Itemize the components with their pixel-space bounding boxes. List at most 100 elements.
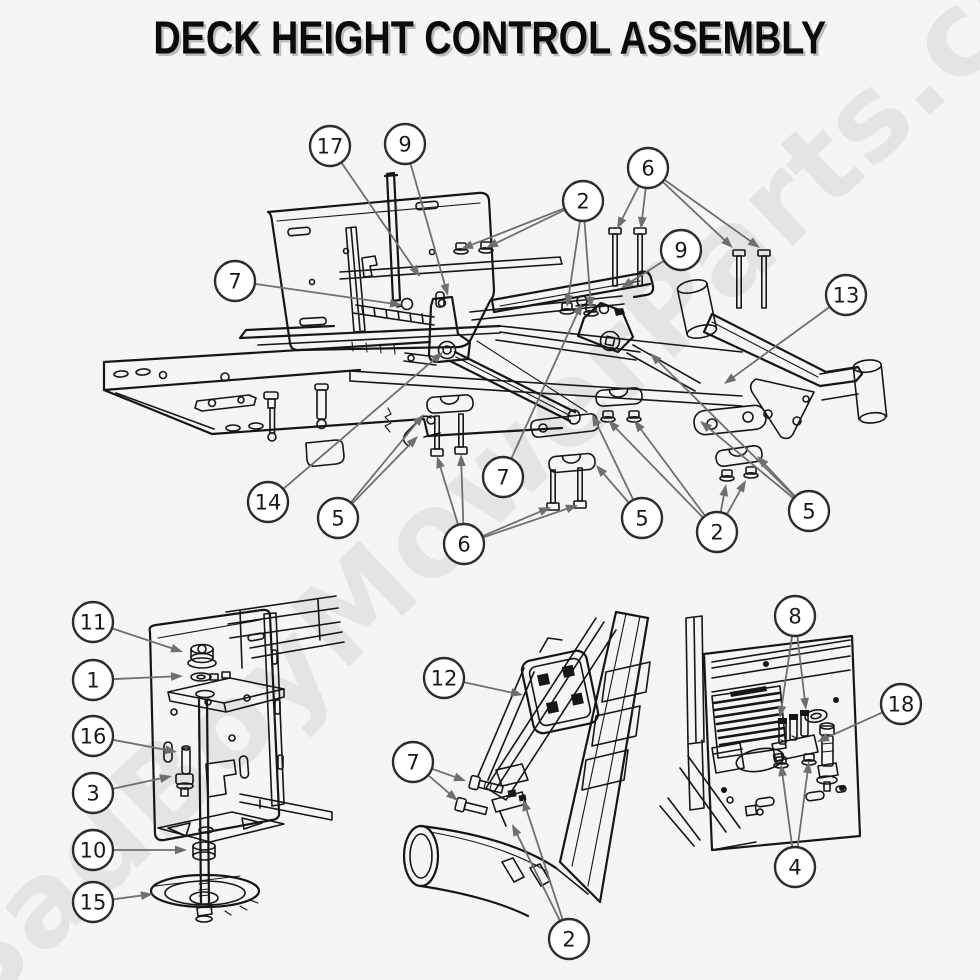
- leader-arrowhead: [719, 484, 729, 497]
- frame-bolt: [263, 391, 279, 442]
- leader-arrowhead: [565, 504, 578, 514]
- leader-arrowhead: [409, 264, 420, 277]
- callout-number: 10: [80, 839, 107, 863]
- callout-number: 7: [406, 751, 419, 775]
- callout-2: 2: [461, 179, 605, 309]
- callout-14: 14: [246, 352, 443, 524]
- leader-arrowhead: [573, 303, 582, 316]
- leader-line: [493, 209, 565, 245]
- leader-arrowhead: [736, 480, 746, 493]
- valve-plungers: [771, 710, 819, 762]
- leader-line: [781, 772, 794, 847]
- notch-sector: [352, 304, 435, 326]
- callout-circle: [620, 496, 664, 540]
- callout-9: 9: [383, 122, 449, 296]
- leader-line: [428, 775, 452, 796]
- washer: [190, 672, 215, 699]
- callout-number: 1: [86, 669, 99, 693]
- roll-pin: [181, 745, 191, 775]
- leader-line: [628, 260, 664, 284]
- leader-line: [662, 181, 728, 243]
- leader-arrowhead: [446, 789, 458, 801]
- callout-4: 4: [773, 761, 817, 889]
- left-frame-rail: [102, 324, 564, 438]
- callout-circle: [71, 771, 115, 815]
- callout-6: 6: [617, 146, 760, 248]
- leader-arrowhead: [634, 420, 645, 433]
- callout-11: 11: [71, 600, 183, 653]
- callout-3: 3: [71, 771, 172, 815]
- leader-line: [113, 739, 169, 752]
- leader-arrowhead: [800, 697, 809, 710]
- leader-arrowhead: [175, 845, 187, 855]
- leader-line: [664, 179, 754, 244]
- callout-circle: [626, 146, 670, 190]
- callout-number: 6: [457, 533, 470, 557]
- leader-line: [113, 777, 164, 790]
- leader-line: [567, 221, 581, 299]
- leader-arrowhead: [522, 799, 531, 812]
- lower-right-detail-drawing: [659, 615, 862, 852]
- leader-line: [726, 487, 743, 515]
- arm-gusset-plate: [749, 378, 815, 440]
- leader-arrowhead: [747, 237, 760, 248]
- leader-line: [601, 471, 629, 503]
- callout-2: 2: [512, 799, 591, 961]
- callout-9: 9: [621, 228, 703, 288]
- leader-arrowhead: [596, 465, 608, 477]
- leader-line: [655, 358, 795, 497]
- lever-ball: [400, 297, 414, 311]
- callout-7: 7: [481, 303, 582, 499]
- leader-arrowhead: [461, 240, 474, 249]
- leader-line: [409, 163, 447, 288]
- front-roller: [676, 279, 718, 339]
- leader-arrowhead: [140, 891, 153, 900]
- leader-line: [719, 492, 726, 512]
- leader-line: [113, 894, 145, 901]
- callout-circle: [824, 273, 868, 317]
- main-assembly-drawing: [102, 171, 888, 511]
- leader-line: [595, 421, 634, 500]
- callout-2: 2: [608, 420, 746, 554]
- top-bracket: [167, 677, 285, 713]
- leader-line: [780, 636, 793, 710]
- callout-5: 5: [316, 414, 424, 540]
- callout-circle: [773, 845, 817, 889]
- height-lever-rod: [383, 171, 402, 303]
- leader-arrowhead: [608, 420, 620, 432]
- push-rod: [448, 350, 577, 423]
- callout-7: 7: [391, 740, 466, 801]
- page-title-text: DECK HEIGHT CONTROL ASSEMBLY: [153, 11, 827, 64]
- callout-8: 8: [773, 594, 817, 718]
- callout-number: 3: [86, 782, 99, 806]
- callout-circle: [383, 122, 427, 166]
- callout-number: 13: [833, 284, 860, 308]
- callout-circle: [316, 496, 360, 540]
- leader-line: [352, 441, 413, 504]
- leader-arrowhead: [700, 421, 713, 433]
- callout-number: 11: [80, 611, 107, 635]
- leader-arrowhead: [510, 688, 523, 697]
- callout-circle: [442, 522, 486, 566]
- leader-line: [350, 420, 419, 503]
- hex-bolt: [468, 774, 504, 794]
- callout-10: 10: [71, 828, 187, 872]
- leader-line: [483, 507, 570, 539]
- callout-circle: [695, 510, 739, 554]
- callout-number: 12: [431, 667, 458, 691]
- callout-circle: [71, 600, 115, 644]
- leader-line: [796, 769, 809, 847]
- leader-arrowhead: [721, 236, 733, 248]
- leader-arrowhead: [512, 824, 522, 837]
- leader-line: [706, 426, 794, 499]
- leader-line: [482, 509, 544, 537]
- callout-circle: [246, 480, 290, 524]
- leader-arrowhead: [592, 414, 602, 427]
- callout-15: 15: [71, 880, 153, 924]
- callout-number: 16: [80, 725, 107, 749]
- callout-circle: [561, 179, 605, 223]
- callout-circle: [879, 682, 923, 726]
- callout-number: 5: [331, 507, 344, 531]
